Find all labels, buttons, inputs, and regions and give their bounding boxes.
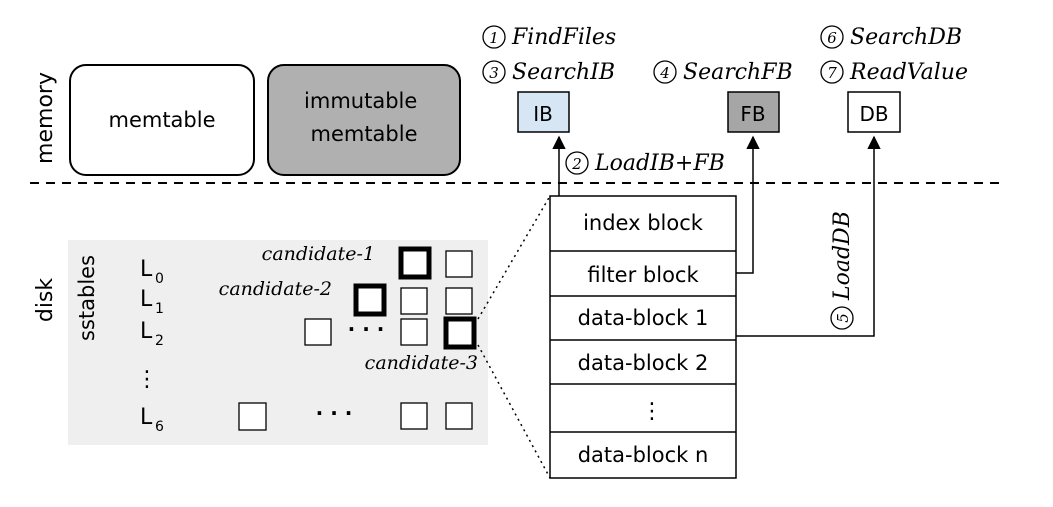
arrow-load-db <box>736 135 881 337</box>
immutable-line-2: memtable <box>310 122 417 146</box>
step-1-label: FindFiles <box>511 25 616 50</box>
db-text: DB <box>859 102 888 126</box>
sstable-square <box>398 246 432 280</box>
level-l0: L 0 <box>140 257 164 287</box>
svg-text:0: 0 <box>155 271 164 287</box>
sstable-square <box>445 250 473 278</box>
svg-text:1: 1 <box>155 301 164 317</box>
fb-text: FB <box>740 102 765 126</box>
sstable-square <box>445 402 473 430</box>
step-3-label: SearchIB <box>512 60 615 85</box>
svg-text:2: 2 <box>571 155 582 173</box>
memtable-text: memtable <box>108 108 215 132</box>
zoom-line-bottom <box>477 344 551 479</box>
sstable-square <box>353 283 387 317</box>
sstable-square <box>400 318 428 346</box>
level-l2: L 2 <box>140 319 164 349</box>
step-4-label: SearchFB <box>683 60 793 85</box>
svg-text:5: 5 <box>834 313 852 323</box>
sstable-square <box>400 402 428 430</box>
l6-horizontal-dots: · · · <box>316 401 353 425</box>
step-5-label: LoadDB <box>830 211 855 301</box>
immutable-memtable-text: immutable memtable <box>304 89 424 146</box>
ib-block <box>517 91 570 133</box>
immutable-memtable-box <box>267 64 461 176</box>
svg-text:6: 6 <box>155 419 164 435</box>
sstable-detail: index block filter block data-block 1 da… <box>549 195 737 479</box>
step-6-label: SearchDB <box>850 25 962 50</box>
row-index-block: index block <box>583 211 704 235</box>
row-data-block-1: data-block 1 <box>578 306 709 330</box>
candidate-3-label: candidate-3 <box>365 352 478 374</box>
step-2: 2 LoadIB+FB <box>565 151 725 176</box>
db-block <box>847 91 901 133</box>
svg-text:2: 2 <box>155 333 164 349</box>
row-vertical-dots: ⋮ <box>641 399 663 424</box>
disk-label: disk <box>33 278 58 323</box>
svg-text:1: 1 <box>489 29 499 47</box>
row-filter-block: filter block <box>587 263 699 287</box>
candidate-1-label: candidate-1 <box>262 243 375 265</box>
svg-text:7: 7 <box>827 64 837 82</box>
row-data-block-2: data-block 2 <box>578 351 709 375</box>
fb-block <box>727 91 780 133</box>
sstable-square <box>238 402 267 431</box>
step-7: 7 ReadValue <box>820 60 968 85</box>
step-6: 6 SearchDB <box>820 25 962 50</box>
svg-text:4: 4 <box>659 64 670 82</box>
step-5: 5 LoadDB <box>830 211 855 330</box>
sstable-square <box>445 287 473 315</box>
step-3: 3 SearchIB <box>482 60 615 85</box>
zoom-line-top <box>477 195 551 320</box>
arrow-load-fb <box>736 135 760 274</box>
memtable-box <box>69 64 255 176</box>
level-l6: L 6 <box>140 405 164 435</box>
svg-text:6: 6 <box>827 29 837 47</box>
level-l1: L 1 <box>140 287 164 317</box>
sstable-squares <box>238 246 477 431</box>
level-vertical-dots: ⋮ <box>136 367 158 392</box>
svg-text:L: L <box>140 257 153 282</box>
step-2-label: LoadIB+FB <box>594 151 725 176</box>
memory-label: memory <box>33 72 58 164</box>
step-1: 1 FindFiles <box>482 25 616 50</box>
candidate-2-label: candidate-2 <box>219 278 332 300</box>
svg-text:L: L <box>140 287 153 312</box>
svg-text:L: L <box>140 405 153 430</box>
immutable-line-1: immutable <box>304 89 417 113</box>
svg-text:3: 3 <box>489 64 499 82</box>
step-7-label: ReadValue <box>849 60 968 85</box>
svg-text:L: L <box>140 319 153 344</box>
row-data-block-n: data-block n <box>578 443 709 467</box>
sstable-square <box>400 287 428 315</box>
sstable-square <box>443 316 477 350</box>
sstable-square <box>304 318 332 346</box>
ib-text: IB <box>533 102 553 126</box>
sstables-label: sstables <box>75 255 99 341</box>
step-4: 4 SearchFB <box>653 60 793 85</box>
l2-horizontal-dots: · · · <box>348 317 385 341</box>
